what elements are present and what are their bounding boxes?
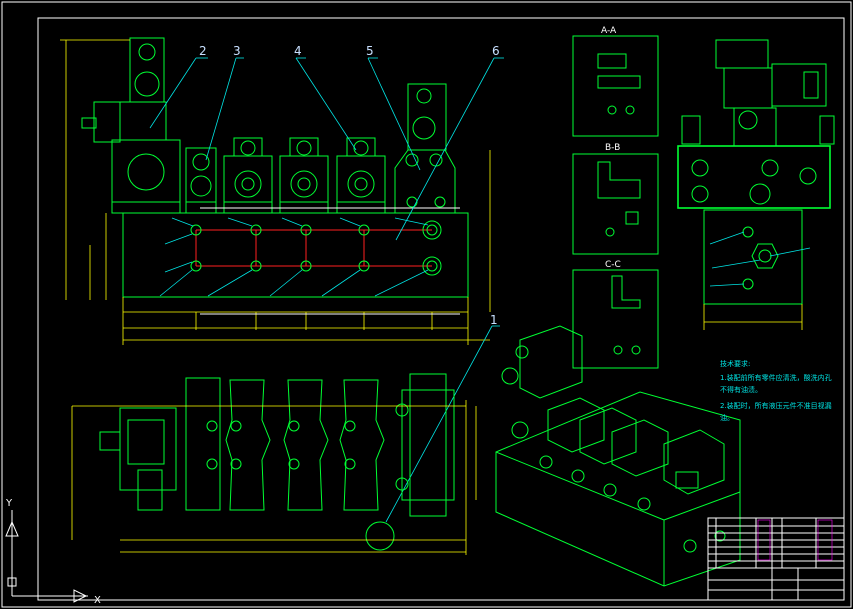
ucs-y-label: Y [5,498,13,509]
ucs-x-label: X [94,595,101,606]
ucs-axis-icon: X Y [5,498,101,606]
balloon-2: 2 [199,44,207,58]
front-view [60,37,491,345]
section-label-aa: A-A [601,26,617,36]
balloon-4: 4 [294,44,302,58]
balloon-3: 3 [233,44,241,58]
section-views: A-A B-B C-C [572,26,659,369]
section-label-bb: B-B [605,143,620,153]
side-view [677,39,835,330]
notes-line-1b: 不得有油渍。 [720,385,762,394]
balloon-1: 1 [490,313,498,327]
balloon-callouts: 2 3 4 5 6 1 [149,44,504,523]
technical-notes: 技术要求: 1.装配前所有零件应清洗，酸洗内孔 不得有油渍。 2.装配时，所有液… [720,359,832,422]
drawing-frame [37,17,845,601]
isometric-view [495,325,741,587]
balloon-6: 6 [492,44,500,58]
notes-line-1: 1.装配前所有零件应清洗，酸洗内孔 [720,373,832,382]
port-holes [190,220,442,276]
title-block [707,517,845,601]
notes-line-2: 2.装配时，所有液压元件不准目视漏 [720,401,832,410]
balloon-5: 5 [366,44,374,58]
front-dimensions [60,39,491,345]
section-label-cc: C-C [605,260,621,270]
top-view [71,373,477,555]
valve-stack [223,137,386,214]
notes-title: 技术要求: [720,359,750,368]
port-leaders [159,217,429,297]
notes-line-2b: 油。 [720,413,734,422]
